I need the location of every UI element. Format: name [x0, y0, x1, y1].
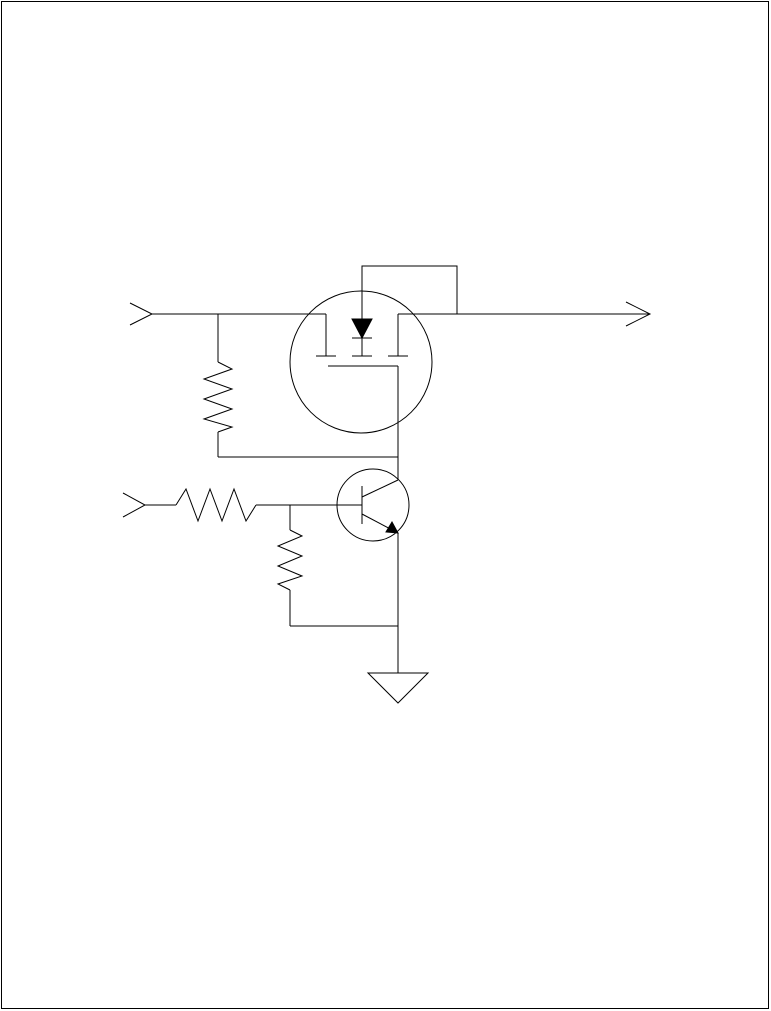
resistor-base-pulldown — [276, 505, 304, 626]
output-port — [625, 301, 652, 327]
npn-emitter-arrow-icon — [385, 520, 399, 534]
resistor-gate-pullup — [202, 314, 234, 457]
input-port-top — [129, 302, 154, 326]
mosfet-arrow-icon — [351, 318, 373, 340]
input-port-bottom — [122, 492, 176, 518]
npn-transistor — [336, 468, 410, 542]
ground-symbol — [366, 672, 430, 704]
wire-ground-rail — [290, 533, 399, 673]
mosfet-transistor — [289, 265, 458, 434]
wire-gate-node — [218, 366, 399, 480]
mosfet-body-circle — [289, 290, 433, 434]
resistor-base-series — [175, 487, 263, 523]
